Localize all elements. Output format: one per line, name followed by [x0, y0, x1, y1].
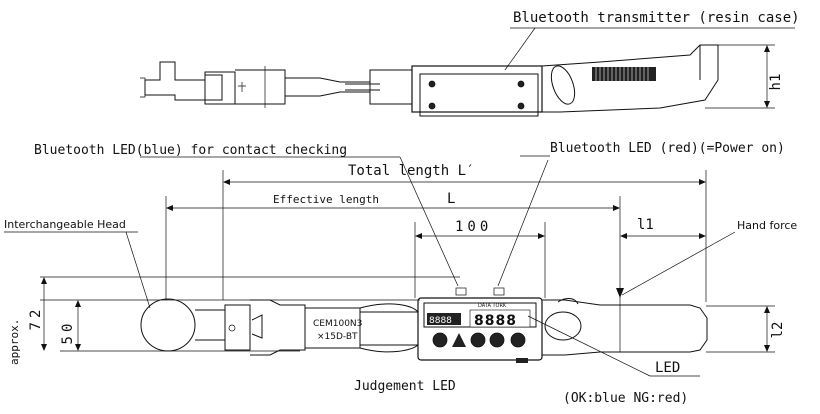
interchangeable-head-label: Interchangeable Head [4, 218, 126, 231]
l2-label: l2 [770, 322, 786, 339]
led-blue-label: Bluetooth LED(blue) for contact checking [34, 143, 347, 158]
model-line-1: CEM100N3 [313, 319, 362, 329]
judgement-led-label: Judgement LED [354, 379, 456, 394]
L-label: L [447, 191, 455, 207]
approx-label: approx. [8, 319, 21, 365]
effective-length-label: Effective length [273, 193, 379, 206]
bt-transmitter-label: Bluetooth transmitter (resin case) [513, 10, 800, 26]
hand-force-label: Hand force [737, 219, 797, 232]
lcd-left-digits: 8888 [429, 316, 452, 326]
blue-led [455, 287, 467, 296]
l1-label: l1 [637, 217, 654, 233]
top-view [140, 27, 795, 117]
led-red-label: Bluetooth LED (red)(=Power on) [550, 141, 785, 156]
led-label: LED [655, 360, 680, 376]
model-line-2: ×15D-BT [317, 332, 358, 342]
total-length-label: Total length L′ [348, 163, 474, 179]
ok-ng-label: (OK:blue NG:red) [563, 391, 688, 406]
dim-50-label: 50 [60, 320, 76, 345]
front-view [140, 297, 708, 363]
dim-100-label: 100 [455, 219, 492, 235]
red-led [493, 287, 505, 296]
h1-label: h1 [768, 74, 784, 91]
lcd-digits: 8888 [474, 313, 517, 329]
dim-72-label: 72 [28, 306, 44, 331]
lcd-brand: DATA TORK [478, 303, 507, 309]
